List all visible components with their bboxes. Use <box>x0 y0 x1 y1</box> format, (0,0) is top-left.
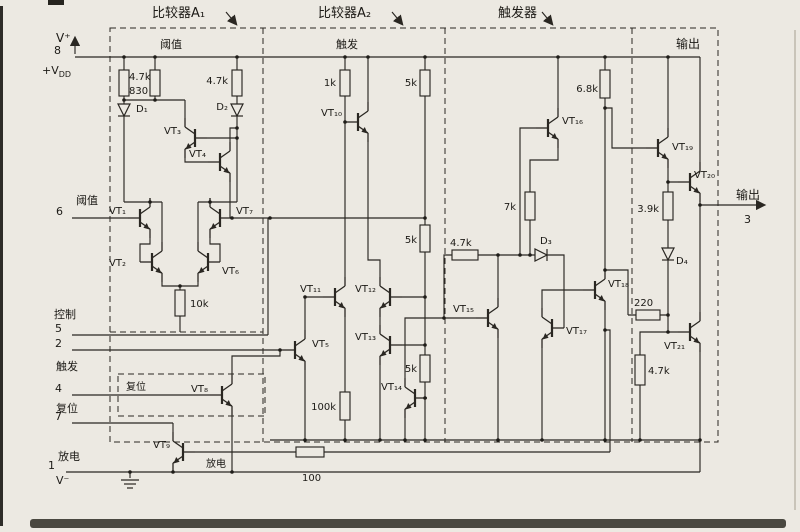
resistor-4.7k-a1-label: 4.7k <box>129 72 151 83</box>
resistor-830-label: 830 <box>129 86 148 97</box>
transistor-vt7-label: VT₇ <box>236 206 253 217</box>
transistor-vt3-label: VT₃ <box>164 126 181 137</box>
discharge-inner-label: 放电 <box>206 457 226 470</box>
resistor-4.7k-a1b <box>231 69 243 97</box>
pin-5-number: 5 <box>55 322 62 335</box>
resistor-100-label: 100 <box>302 473 321 484</box>
section-title-flipflop: 触发器 <box>498 5 537 21</box>
resistor-6.8k-label: 6.8k <box>576 84 598 95</box>
resistor-7k <box>524 191 536 221</box>
transistor-vt5-label: VT₅ <box>312 339 329 350</box>
pin-vplus-label: V⁺ <box>56 31 71 45</box>
resistor-830 <box>149 69 161 97</box>
diode-d2-label: D₂ <box>216 102 228 113</box>
resistor-7k-label: 7k <box>504 202 516 213</box>
pin-4-number: 4 <box>55 382 62 395</box>
pin-discharge-label: 放电 <box>58 449 80 463</box>
transistor-vt4-label: VT₄ <box>189 149 206 160</box>
transistor-vt10-label: VT₁₀ <box>321 108 342 119</box>
labels-layer: 比较器A₁ 比较器A₂ 触发器 输出 阈值 触发 V⁺ 8 +VDD 阈值 6 … <box>42 5 760 487</box>
transistor-vt12-label: VT₁₂ <box>355 284 376 295</box>
resistor-4.7k-ff-label: 4.7k <box>450 238 472 249</box>
transistor-vt8-label: VT₈ <box>191 384 208 395</box>
resistor-5k-1 <box>419 69 431 97</box>
transistor-vt9-label: VT₉ <box>153 440 170 451</box>
resistor-1k-label: 1k <box>324 78 336 89</box>
resistor-100 <box>295 446 325 458</box>
diode-d3-label: D₃ <box>540 236 552 247</box>
resistor-10k-label: 10k <box>190 299 209 310</box>
resistor-1k <box>339 69 351 97</box>
resistor-220 <box>635 309 661 321</box>
transistor-vt2-label: VT₂ <box>109 258 126 269</box>
sub-label-threshold: 阈值 <box>160 37 182 51</box>
section-title-output: 输出 <box>676 36 700 51</box>
transistor-vt17-label: VT₁₇ <box>566 326 587 337</box>
transistor-vt13-label: VT₁₃ <box>355 332 376 343</box>
pin-threshold-label: 阈值 <box>76 193 98 207</box>
resistor-5k-2 <box>419 224 431 253</box>
resistor-3.9k <box>662 191 674 221</box>
resistor-3.9k-label: 3.9k <box>637 204 659 215</box>
transistor-vt18-label: VT₁₈ <box>608 279 629 290</box>
pin-3-number: 3 <box>744 213 751 226</box>
pin-vminus-label: V⁻ <box>56 474 70 487</box>
resistor-5k3-label: 5k <box>405 364 417 375</box>
pin-trigger-label: 触发 <box>56 359 78 373</box>
transistor-vt14-label: VT₁₄ <box>381 382 402 393</box>
transistor-vt21-label: VT₂₁ <box>664 341 685 352</box>
resistor-10k <box>174 289 186 317</box>
transistor-vt11-label: VT₁₁ <box>300 284 321 295</box>
resistor-4.7k-a1b-label: 4.7k <box>206 76 228 87</box>
diode-d1-label: D₁ <box>136 104 148 115</box>
diode-d4-label: D₄ <box>676 256 688 267</box>
pin-control-label: 控制 <box>54 307 76 321</box>
vdd-subscript: DD <box>59 70 71 79</box>
resistor-4.7k-a1 <box>118 69 130 97</box>
sub-label-trigger: 触发 <box>336 37 358 51</box>
section-frames <box>109 27 719 443</box>
transistor-vt20-label: VT₂₀ <box>694 170 715 181</box>
resistor-5k2-label: 5k <box>405 235 417 246</box>
pin-reset-label: 复位 <box>56 401 78 415</box>
transistor-vt15-label: VT₁₅ <box>453 304 474 315</box>
resistor-4.7k-out-label: 4.7k <box>648 366 670 377</box>
transistor-vt1-label: VT₁ <box>109 206 126 217</box>
pin-7-number: 7 <box>55 410 62 423</box>
junction-dots <box>122 55 702 474</box>
reset-box-label: 复位 <box>126 380 146 393</box>
transistor-vt19-label: VT₁₉ <box>672 142 693 153</box>
resistor-100k <box>339 391 351 421</box>
section-title-comparator-a2: 比较器A₂ <box>318 6 371 21</box>
pin-8-number: 8 <box>54 44 61 57</box>
resistor-4.7k-ff <box>451 249 479 261</box>
resistor-5k-3 <box>419 354 431 383</box>
resistor-5k1-label: 5k <box>405 78 417 89</box>
resistor-220-label: 220 <box>634 298 653 309</box>
pin-output-label: 输出 <box>736 187 760 202</box>
resistor-symbols <box>118 69 674 458</box>
transistor-vt6-label: VT₆ <box>222 266 239 277</box>
transistor-vt16-label: VT₁₆ <box>562 116 583 127</box>
pin-6-number: 6 <box>56 205 63 218</box>
pin-1-number: 1 <box>48 459 55 472</box>
pin-2-number: 2 <box>55 337 62 350</box>
pin-vdd-label: +VDD <box>42 64 71 79</box>
resistor-6.8k <box>599 69 611 99</box>
resistor-100k-label: 100k <box>311 402 336 413</box>
resistor-4.7k-out <box>634 354 646 386</box>
vdd-prefix: +V <box>42 64 59 77</box>
section-title-comparator-a1: 比较器A₁ <box>152 6 205 21</box>
